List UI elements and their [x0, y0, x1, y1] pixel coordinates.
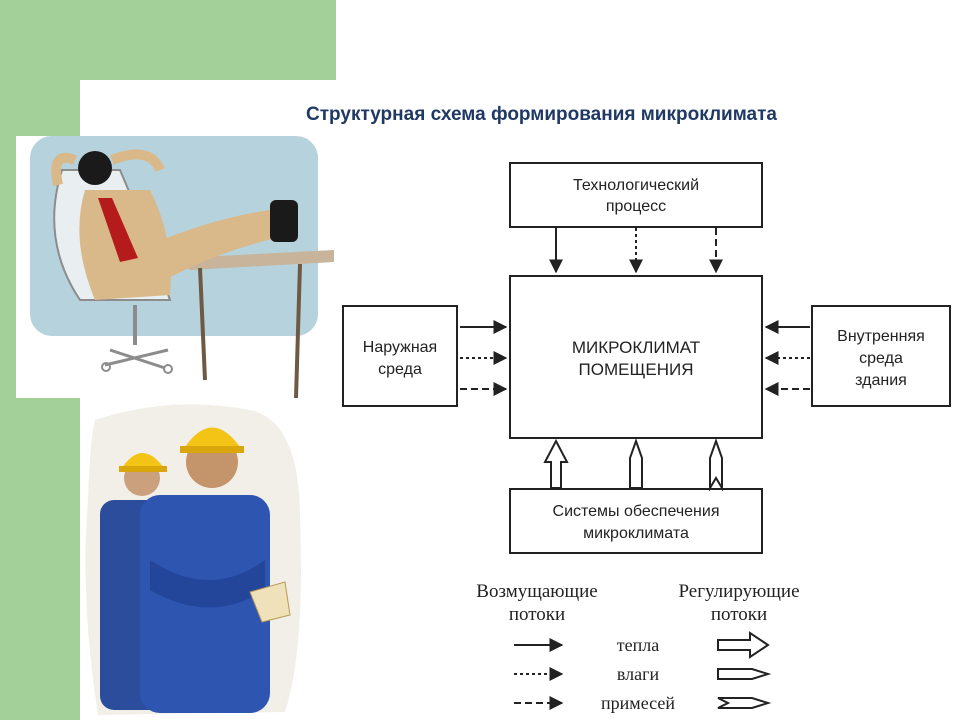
legend-hollow-moisture [717, 668, 772, 680]
hollow-arrow-heat [543, 438, 569, 489]
box-center-line-2: ПОМЕЩЕНИЯ [579, 360, 694, 379]
hollow-arrow-moisture [629, 437, 643, 489]
box-top-line-1: Технологический [573, 177, 699, 194]
legend: Возмущающие потоки Регулирующие потоки т… [476, 581, 799, 713]
box-internal-environment [811, 305, 951, 407]
box-left-line-2: среда [378, 361, 422, 378]
legend-disturbing-line-1: Возмущающие [476, 581, 597, 602]
box-right-line-1: Внутренняя [837, 328, 925, 345]
legend-regulating-line-2: потоки [711, 604, 767, 625]
slide-title: Структурная схема формирования микроклим… [306, 104, 777, 125]
diagram: Технологический процесс МИКРОКЛИМАТ ПОМЕ… [342, 162, 951, 554]
hollow-arrow-impurities [709, 437, 723, 492]
box-microclimate [509, 275, 763, 439]
legend-row-moisture: влаги [617, 664, 660, 684]
legend-regulating-line-1: Регулирующие [678, 581, 799, 602]
arrows-left [460, 320, 508, 396]
box-bottom-line-2: микроклимата [583, 525, 689, 542]
box-left-line-1: Наружная [363, 339, 437, 356]
box-top-line-2: процесс [606, 198, 666, 215]
legend-hollow-heat [717, 631, 770, 659]
box-bottom-line-1: Системы обеспечения [553, 503, 720, 520]
businessman-illustration [16, 136, 334, 399]
arrows-right [764, 320, 810, 396]
legend-hollow-impurities [717, 697, 772, 709]
box-right-line-2: среда [859, 350, 903, 367]
legend-row-impurities: примесей [601, 693, 675, 713]
arrows-bottom [543, 437, 723, 492]
legend-disturbing-line-2: потоки [509, 604, 565, 625]
arrows-top [549, 228, 723, 274]
box-technological-process [509, 162, 763, 228]
box-center-line-1: МИКРОКЛИМАТ [572, 338, 700, 357]
box-right-line-3: здания [855, 372, 907, 389]
box-microclimate-systems [509, 488, 763, 554]
legend-row-heat: тепла [617, 635, 659, 655]
box-external-environment [342, 305, 458, 407]
workers-photo [85, 404, 302, 715]
